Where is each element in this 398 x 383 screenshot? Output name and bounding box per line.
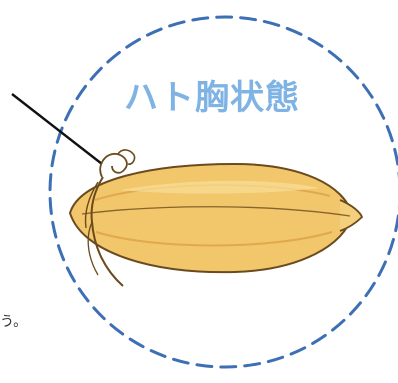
germ-sprout-icon xyxy=(84,149,136,287)
rice-grain-icon xyxy=(68,162,364,274)
dashed-circle-outline xyxy=(48,15,398,369)
state-title: ハト胸状態 xyxy=(123,78,301,118)
cropped-text-fragment: う。 xyxy=(0,314,28,330)
leader-line xyxy=(11,93,103,165)
